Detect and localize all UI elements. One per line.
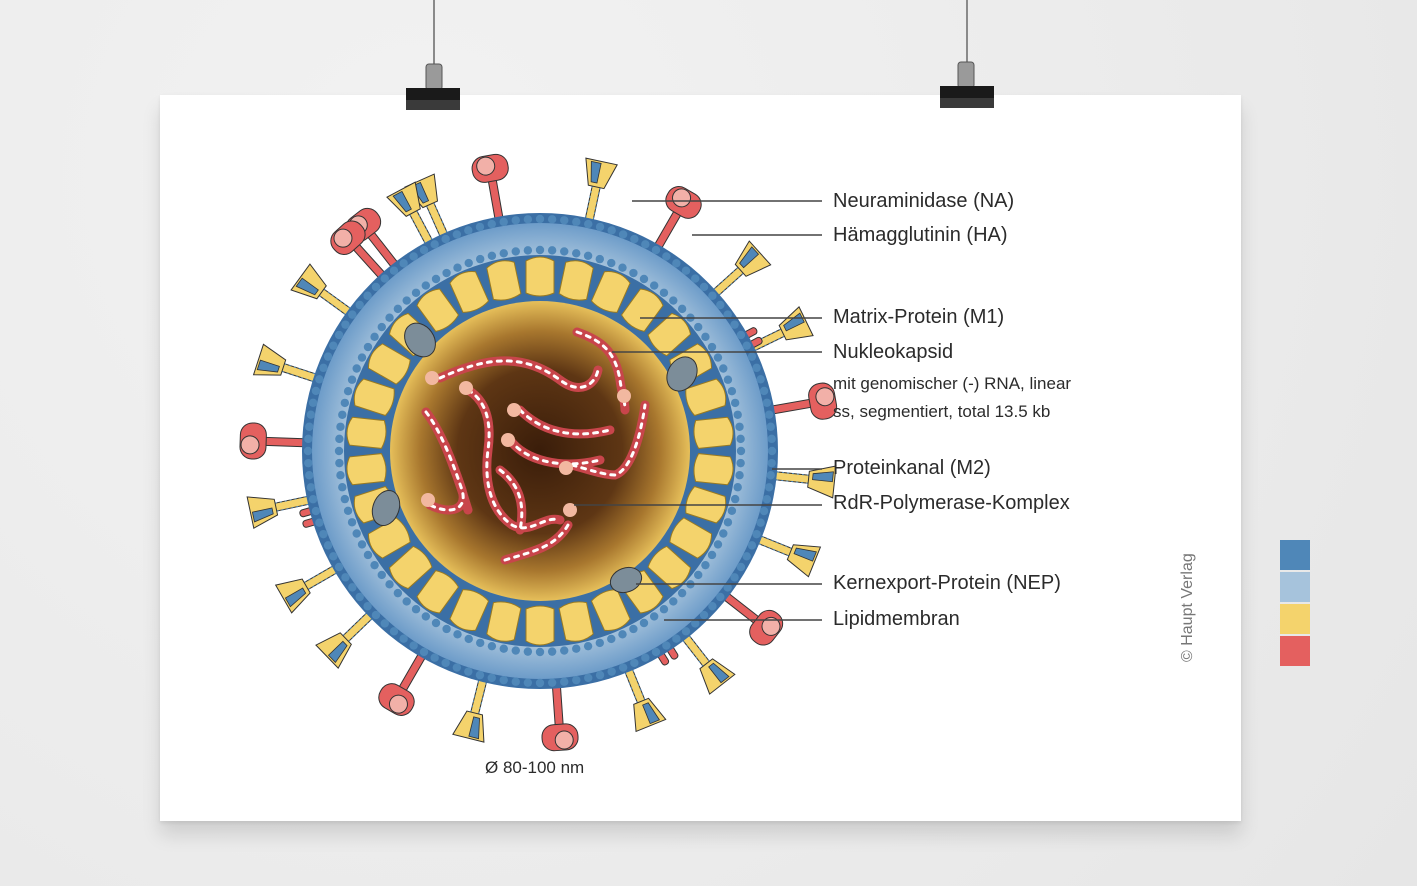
hanging-wire-right	[966, 0, 968, 66]
label-polymerase: RdR-Polymerase-Komplex	[833, 492, 1070, 514]
copyright-text: © Haupt Verlag	[1179, 553, 1196, 662]
label-nep: Kernexport-Protein (NEP)	[833, 572, 1061, 594]
binder-clip-icon	[940, 61, 994, 108]
hemagglutinin-spike	[755, 465, 837, 499]
label-hemagglutinin: Hämagglutinin (HA)	[833, 224, 1008, 246]
label-lipid-membrane: Lipidmembran	[833, 608, 960, 630]
label-neuraminidase: Neuraminidase (NA)	[833, 190, 1015, 212]
binder-clip-icon	[406, 63, 460, 110]
label-nucleocapsid: Nukleokapsid	[833, 341, 954, 363]
lipid-heads	[303, 214, 777, 688]
label-ion-channel: Proteinkanal (M2)	[833, 457, 991, 479]
color-swatch-light-blue	[1280, 572, 1310, 602]
color-swatch-red	[1280, 636, 1310, 666]
neuraminidase-spike	[471, 153, 509, 238]
label-nucleocapsid-detail-2: ss, segmentiert, total 13.5 kb	[833, 402, 1051, 421]
diameter-label: Ø 80-100 nm	[485, 758, 585, 777]
nep-proteins	[371, 322, 698, 594]
label-matrix-protein: Matrix-Protein (M1)	[833, 306, 1005, 328]
hanging-wire-left	[433, 0, 435, 68]
rna-segments	[421, 327, 650, 565]
color-swatch-yellow	[1280, 604, 1310, 634]
leader-lines	[574, 200, 822, 621]
color-swatch-blue	[1280, 540, 1310, 570]
label-nucleocapsid-detail-1: mit genomischer (-) RNA, linear	[833, 374, 1072, 393]
